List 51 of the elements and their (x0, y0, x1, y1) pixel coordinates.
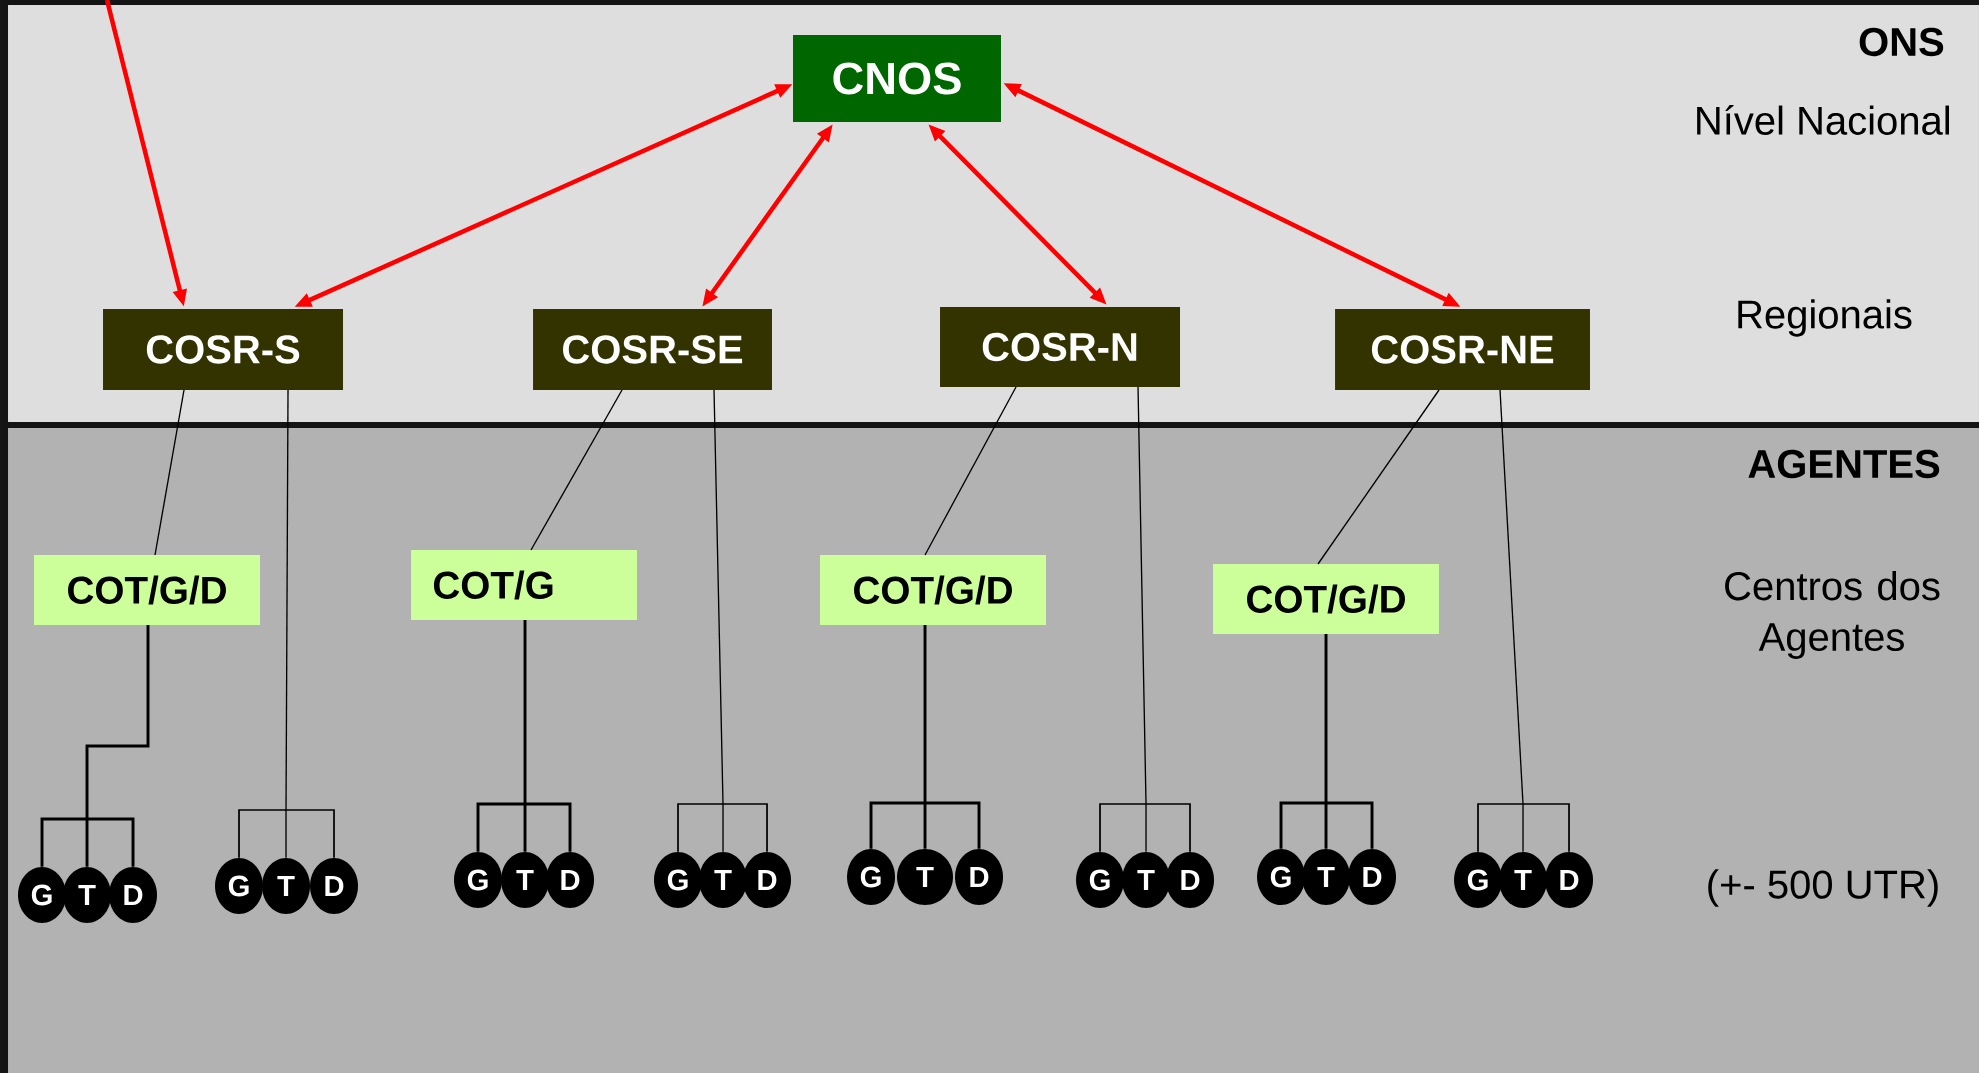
connector-line (285, 389, 289, 811)
level-label: ONS (1859, 27, 1944, 57)
connector-line (1324, 803, 1328, 849)
connector-line (87, 817, 135, 867)
connector-line (677, 803, 724, 853)
connector-line (1326, 801, 1374, 849)
connector-line (1317, 389, 1440, 565)
connector-line (722, 803, 768, 853)
level-label: (+- 500 UTR) (1708, 869, 1938, 907)
level-label: Nível Nacional (1697, 105, 1949, 135)
connector-line (925, 801, 981, 849)
connector-line (285, 809, 335, 859)
center-box: COSR-NE (1335, 308, 1590, 391)
agent-box: COT/G (411, 550, 637, 620)
agent-box: COT/G/D (820, 555, 1046, 625)
connector-line (523, 804, 527, 852)
connector-line (40, 817, 87, 867)
connector-line (1324, 634, 1328, 803)
level-label: Regionais (1738, 299, 1912, 337)
center-box: COSR-SE (533, 308, 772, 391)
center-box: COSR-S (103, 308, 343, 391)
connector-line (923, 625, 927, 803)
connector-line (238, 809, 287, 859)
connector-line (1145, 803, 1147, 853)
connector-line (1477, 803, 1524, 853)
connector-line (530, 389, 623, 551)
connector-line (1522, 803, 1524, 853)
connector-line (924, 386, 1017, 556)
connector-line (1522, 803, 1570, 853)
connector-line (722, 803, 724, 853)
agent-box: COT/G/D (1213, 564, 1439, 634)
connector-line (476, 802, 525, 852)
connector-line (1137, 386, 1147, 805)
connector-line (85, 819, 89, 867)
connector-line (154, 389, 185, 556)
center-box: CNOS (793, 35, 1001, 122)
agent-box: COT/G/D (34, 555, 260, 625)
connector-line (1499, 389, 1524, 805)
connector-line (1279, 801, 1326, 849)
connector-line (523, 620, 527, 804)
connector-line (85, 625, 150, 819)
connector-line (923, 803, 927, 849)
level-label: AGENTES (1748, 449, 1940, 479)
connector-line (525, 802, 572, 852)
level-label: Centros dos Agentes (1725, 571, 1940, 659)
connector-line (713, 389, 724, 805)
center-box: COSR-N (940, 307, 1180, 387)
connector-line (1145, 803, 1191, 853)
connector-line (869, 801, 925, 849)
connector-line (285, 809, 287, 859)
connector-line (1099, 803, 1147, 853)
